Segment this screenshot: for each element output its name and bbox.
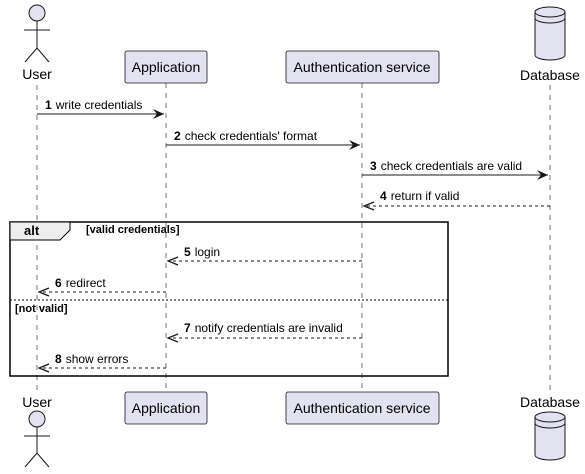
message-1-text: write credentials — [55, 98, 143, 112]
message-4-number: 4 — [380, 189, 387, 203]
message-7-text: notify credentials are invalid — [195, 321, 343, 335]
message-2-text: check credentials' format — [185, 129, 318, 143]
message-2-number: 2 — [174, 129, 181, 143]
participant-application-bottom: Application — [124, 391, 208, 425]
participant-database-label-bottom: Database — [520, 394, 580, 410]
message-8-text: show errors — [66, 352, 129, 366]
alt-fragment-tab — [9, 221, 71, 241]
message-6-label: 6 redirect — [55, 276, 106, 290]
message-6: 6 redirect — [39, 276, 166, 292]
else-guard: [not valid] — [15, 303, 68, 315]
message-5-label: 5 login — [184, 245, 220, 259]
message-8-number: 8 — [55, 352, 62, 366]
participant-database-label: Database — [520, 67, 580, 83]
actor-icon — [24, 4, 50, 63]
message-8-label: 8 show errors — [55, 352, 128, 366]
participant-auth-label: Authentication service — [294, 59, 431, 75]
participant-database-top: Database — [520, 6, 580, 83]
message-3: 3 check credentials are valid — [362, 159, 548, 180]
message-3-text: check credentials are valid — [381, 159, 522, 173]
alt-fragment: alt [valid credentials] [not valid] — [9, 221, 449, 377]
participant-user-bottom: User — [22, 394, 52, 468]
message-3-number: 3 — [370, 159, 377, 173]
database-icon — [534, 411, 566, 461]
participant-database-bottom: Database — [520, 394, 580, 461]
participant-user-label: User — [22, 66, 52, 82]
message-1-number: 1 — [45, 98, 52, 112]
message-5-text: login — [195, 245, 220, 259]
message-8: 8 show errors — [39, 352, 166, 368]
participant-auth-bottom: Authentication service — [285, 391, 440, 425]
message-6-number: 6 — [55, 276, 62, 290]
message-4-text: return if valid — [391, 189, 460, 203]
message-4-label: 4 return if valid — [380, 189, 459, 203]
message-7-label: 7 notify credentials are invalid — [184, 321, 343, 335]
message-2: 2 check credentials' format — [166, 129, 360, 150]
participant-auth-top: Authentication service — [285, 50, 440, 84]
participant-application-top: Application — [124, 50, 208, 84]
participant-user-top: User — [22, 4, 52, 82]
message-4: 4 return if valid — [364, 189, 550, 206]
alt-keyword: alt — [24, 223, 40, 238]
message-2-label: 2 check credentials' format — [174, 129, 318, 143]
participant-application-label-bottom: Application — [132, 400, 201, 416]
message-6-text: redirect — [66, 276, 107, 290]
message-7: 7 notify credentials are invalid — [168, 321, 362, 338]
participant-auth-label-bottom: Authentication service — [294, 400, 431, 416]
message-3-label: 3 check credentials are valid — [370, 159, 522, 173]
participant-user-label-bottom: User — [22, 394, 52, 410]
participant-application-label: Application — [132, 59, 201, 75]
message-5-number: 5 — [184, 245, 191, 259]
message-5: 5 login — [168, 245, 362, 261]
alt-guard: [valid credentials] — [86, 224, 180, 236]
actor-icon — [24, 410, 50, 468]
message-7-number: 7 — [184, 321, 191, 335]
database-icon — [534, 6, 566, 61]
